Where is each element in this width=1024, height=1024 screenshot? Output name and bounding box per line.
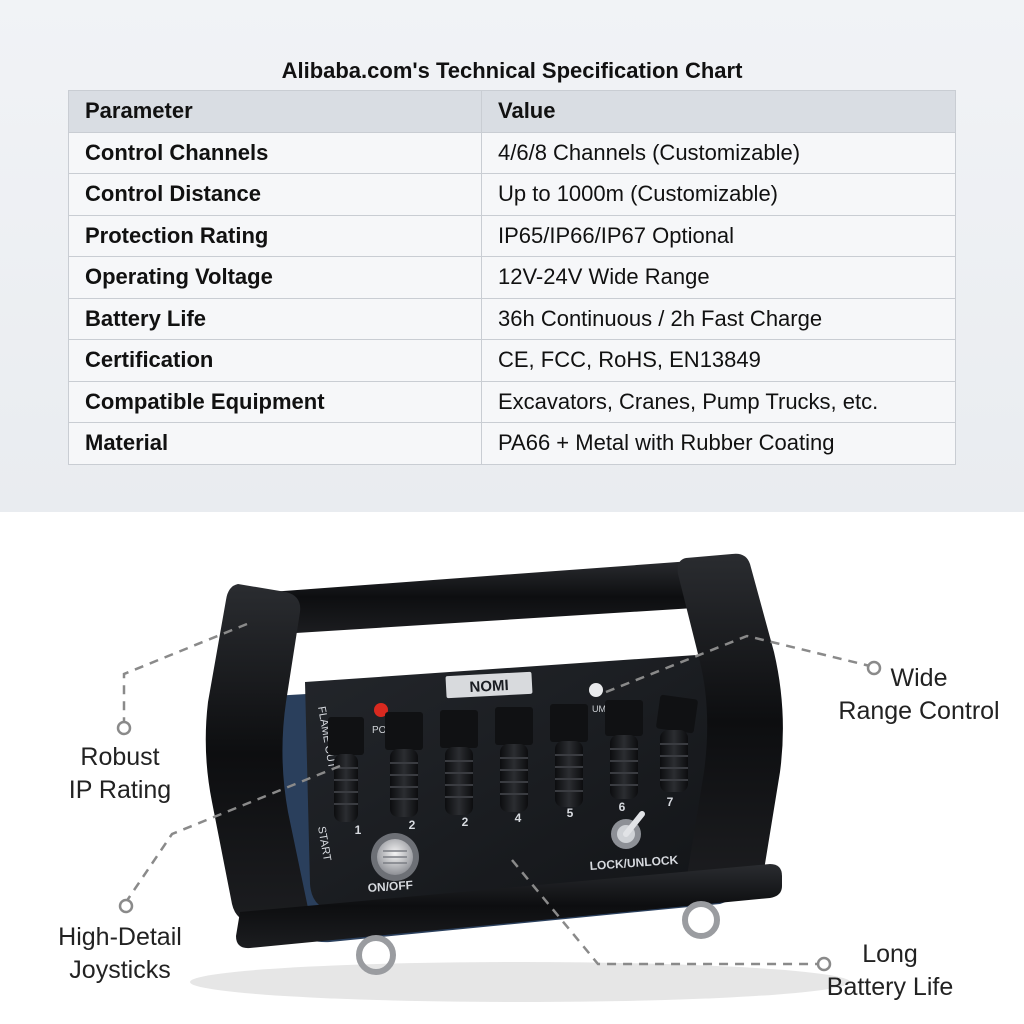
cell-parameter: Protection Rating <box>68 214 482 257</box>
top-bar <box>267 559 722 635</box>
callout-wide-range-control: Wide Range Control <box>824 662 1014 728</box>
leader-dot <box>118 898 134 914</box>
spec-panel: Alibaba.com's Technical Specification Ch… <box>0 0 1024 512</box>
leader-robust <box>122 622 248 726</box>
joystick-number: 1 <box>355 823 362 837</box>
device-shadow <box>190 962 850 1002</box>
joystick-6[interactable] <box>605 700 643 799</box>
cell-value: 12V-24V Wide Range <box>481 256 956 299</box>
table-header-row: Parameter Value <box>68 90 956 133</box>
status-label: UM <box>592 704 606 714</box>
joystick-number: 2 <box>409 818 416 832</box>
cell-parameter: Control Distance <box>68 173 482 216</box>
leader-battery <box>511 859 820 966</box>
callout-line: High-Detail <box>58 923 182 951</box>
callout-line: Battery Life <box>826 973 954 1001</box>
lanyard-ring-left <box>356 935 396 975</box>
joystick-number: 6 <box>619 800 626 814</box>
callout-line: Joysticks <box>69 956 171 984</box>
joystick-2[interactable] <box>385 712 423 817</box>
product-photo: NOMI POW UM FLAME OUT START <box>0 512 1024 1024</box>
header-value: Value <box>481 90 956 133</box>
brand-plate <box>445 671 533 699</box>
bottom-rail <box>236 864 782 949</box>
leader-dot <box>116 720 132 736</box>
cell-value: PA66 + Metal with Rubber Coating <box>481 422 956 465</box>
leader-wide <box>605 634 871 694</box>
brand-label: NOMI <box>469 677 509 696</box>
chart-title: Alibaba.com's Technical Specification Ch… <box>281 58 743 83</box>
power-label: POW <box>372 725 396 736</box>
cell-value: CE, FCC, RoHS, EN13849 <box>481 339 956 382</box>
cell-parameter: Control Channels <box>68 131 482 174</box>
cell-value: Excavators, Cranes, Pump Trucks, etc. <box>481 380 956 423</box>
joystick-number: 7 <box>667 795 674 809</box>
cell-value: IP65/IP66/IP67 Optional <box>481 214 956 257</box>
callout-line: Range Control <box>838 697 1000 725</box>
on-off-label: ON/OFF <box>367 878 413 895</box>
cell-parameter: Battery Life <box>68 297 482 340</box>
callout-long-battery-life: Long Battery Life <box>810 938 970 1004</box>
leader-dot <box>866 660 882 676</box>
joystick-4[interactable] <box>495 707 533 812</box>
lanyard-ring-right <box>682 901 720 939</box>
remote-control-illustration: NOMI POW UM FLAME OUT START <box>116 553 882 1002</box>
left-handle <box>205 584 309 924</box>
cell-value: Up to 1000m (Customizable) <box>481 173 956 216</box>
callout-robust-ip-rating: Robust IP Rating <box>40 741 200 807</box>
cell-parameter: Operating Voltage <box>68 256 482 299</box>
callout-high-detail-joysticks: High-Detail Joysticks <box>30 921 210 987</box>
cell-value: 4/6/8 Channels (Customizable) <box>481 131 956 174</box>
joystick-3[interactable] <box>440 710 478 815</box>
callout-line: Wide <box>890 664 948 692</box>
callout-line: IP Rating <box>68 776 172 804</box>
cell-value: 36h Continuous / 2h Fast Charge <box>481 297 956 340</box>
callout-line: Long <box>862 940 918 968</box>
cell-parameter: Material <box>68 422 482 465</box>
lock-label: LOCK/UNLOCK <box>589 853 679 873</box>
joystick-number: 4 <box>515 811 522 825</box>
status-led <box>589 683 603 697</box>
joystick-7[interactable] <box>656 694 698 792</box>
power-led <box>374 703 388 717</box>
lock-toggle-switch[interactable] <box>611 811 645 849</box>
cell-parameter: Certification <box>68 339 482 382</box>
leader-joysticks <box>124 764 341 903</box>
header-parameter: Parameter <box>68 90 482 133</box>
on-off-button[interactable] <box>371 833 419 881</box>
cell-parameter: Compatible Equipment <box>68 380 482 423</box>
joystick-number: 2 <box>462 815 469 829</box>
joystick-5[interactable] <box>550 704 588 807</box>
leader-dot <box>816 956 832 972</box>
callout-line: Robust <box>80 743 160 771</box>
joystick-number: 5 <box>567 806 574 820</box>
